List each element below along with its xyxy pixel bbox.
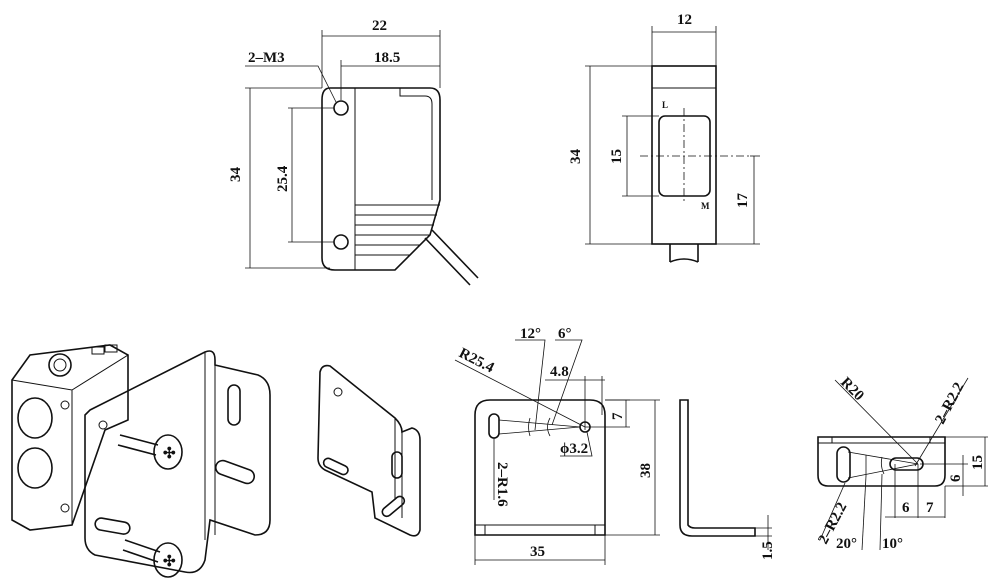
dim-7: 7 <box>926 500 934 516</box>
sensor-front-view: 22 18.5 2–M3 34 25.4 <box>228 18 479 286</box>
dim-hole-spacing: 25.4 <box>275 165 291 192</box>
screw-head-icon: ✣ <box>163 446 176 462</box>
angle-10: 10° <box>882 536 903 552</box>
radius-25-4: R25.4 <box>456 345 497 376</box>
dim-depth-15: 15 <box>970 455 986 470</box>
dim-width-35: 35 <box>530 544 545 560</box>
angle-20: 20° <box>836 536 857 552</box>
dim-center-height: 17 <box>735 193 751 209</box>
dim-width-partial: 18.5 <box>374 50 400 66</box>
hole-diameter: ϕ3.2 <box>560 441 588 457</box>
sensor-side-view: L M 12 34 15 17 <box>568 12 760 263</box>
bracket-base-view: R20 2–R2.2 15 6 6 7 2–R2.2 20° 10° <box>815 375 988 552</box>
slot-radius: 2–R1.6 <box>494 462 510 507</box>
dim-window-height: 15 <box>609 149 625 164</box>
angle-6: 6° <box>558 326 572 342</box>
bracket-isometric <box>317 364 421 537</box>
dim-6: 6 <box>902 500 910 516</box>
dim-7: 7 <box>610 412 626 420</box>
slot-radius-top: 2–R2.2 <box>932 380 967 427</box>
dim-width-total: 22 <box>372 18 387 34</box>
dim-width: 12 <box>677 12 692 28</box>
dim-4-8: 4.8 <box>550 364 569 380</box>
radius-20: R20 <box>837 375 867 405</box>
label-m: M <box>701 201 710 211</box>
dim-offset-6: 6 <box>948 474 964 482</box>
screw-head-icon: ✣ <box>163 554 176 570</box>
bracket-front-view: 12° 6° R25.4 4.8 7 ϕ3.2 2–R1.6 38 35 <box>454 326 660 565</box>
angle-12: 12° <box>520 326 541 342</box>
bracket-side-view: 1.5 <box>679 399 776 560</box>
dim-height-total: 34 <box>228 167 244 183</box>
dim-height-total: 34 <box>568 149 584 165</box>
dim-height-38: 38 <box>638 463 654 478</box>
thread-callout: 2–M3 <box>248 50 285 66</box>
dim-thickness: 1.5 <box>760 541 776 560</box>
isometric-assembly: ✣ ✣ <box>11 344 271 578</box>
label-l: L <box>662 100 668 110</box>
